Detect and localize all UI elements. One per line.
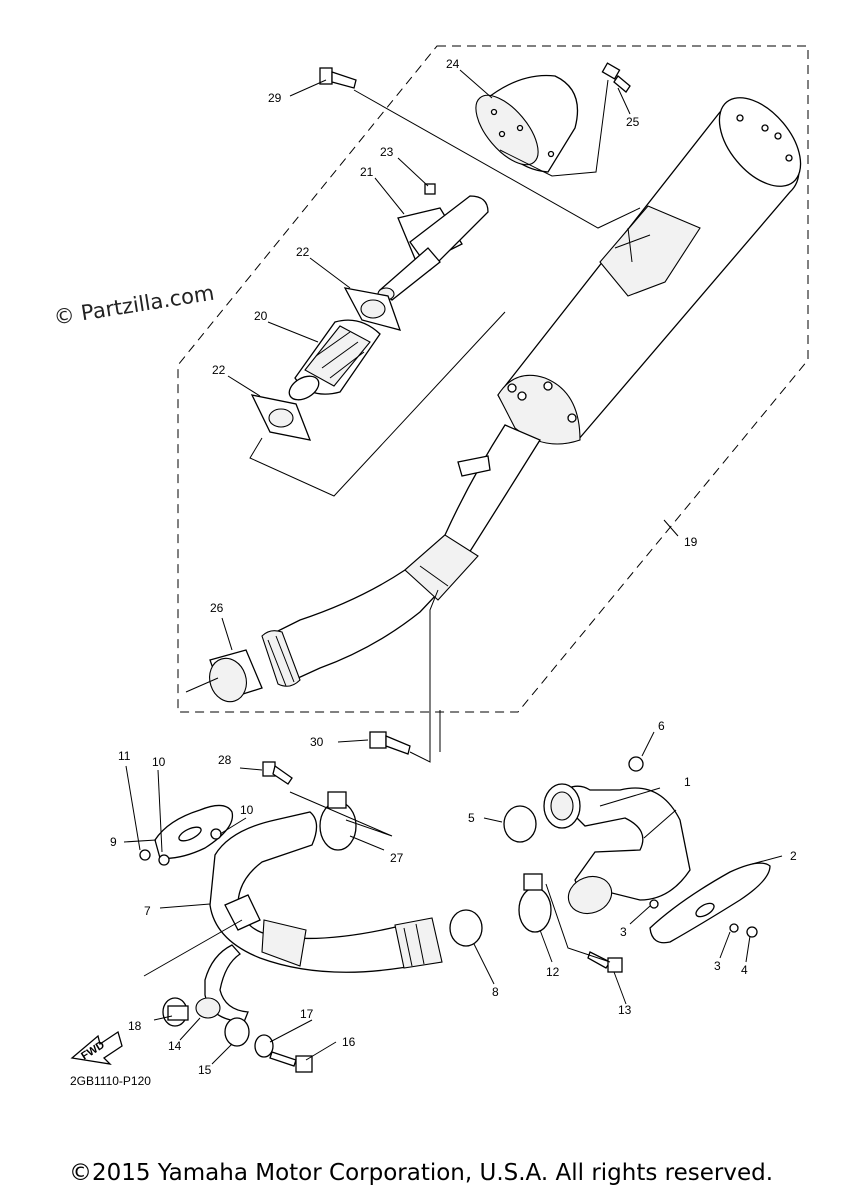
part-2-protector[interactable] <box>649 862 771 944</box>
callout-labels: 1 2 3 3 4 5 6 7 8 9 10 10 11 12 13 14 15… <box>110 57 797 1077</box>
part-13-bolt[interactable] <box>587 951 623 973</box>
callout-20: 20 <box>254 309 268 323</box>
part-7-header-pipe[interactable] <box>209 811 443 973</box>
part-10-collar[interactable] <box>158 854 170 866</box>
part-1-header-joint[interactable] <box>543 783 691 919</box>
part-22-gasket-upper[interactable] <box>343 287 402 331</box>
callout-28: 28 <box>218 753 232 767</box>
callout-3: 3 <box>620 925 627 939</box>
fwd-arrow-icon: FWD <box>70 1030 123 1065</box>
part-26-sleeve[interactable] <box>204 649 263 706</box>
callout-2: 2 <box>790 849 797 863</box>
copyright-notice: ©2015 Yamaha Motor Corporation, U.S.A. A… <box>68 1160 774 1186</box>
part-30-bolt[interactable] <box>369 731 411 755</box>
callout-14: 14 <box>168 1039 182 1053</box>
callout-19: 19 <box>684 535 698 549</box>
callout-27: 27 <box>390 851 404 865</box>
callout-23: 23 <box>380 145 394 159</box>
callout-10: 10 <box>240 803 254 817</box>
part-3-collar-b[interactable] <box>729 923 739 933</box>
callout-12: 12 <box>546 965 560 979</box>
callout-16: 16 <box>342 1035 356 1049</box>
callout-17: 17 <box>300 1007 314 1021</box>
leader-lines <box>123 69 783 1065</box>
callout-29: 29 <box>268 91 282 105</box>
part-6-nut[interactable] <box>628 756 644 772</box>
callout-13: 13 <box>618 1003 632 1017</box>
callout-18: 18 <box>128 1019 142 1033</box>
part-20-silencer-core[interactable] <box>285 319 381 405</box>
callout-7: 7 <box>144 904 151 918</box>
part-15-damper[interactable] <box>224 1017 250 1047</box>
part-24-end-cap[interactable] <box>465 74 579 176</box>
part-12-clamp[interactable] <box>518 873 552 933</box>
part-16-bolt[interactable] <box>269 1051 313 1073</box>
callout-11: 11 <box>118 749 131 763</box>
part-27-clamp[interactable] <box>319 791 357 851</box>
part-4-bolt[interactable] <box>746 926 758 938</box>
callout-22: 22 <box>296 245 310 259</box>
part-3-collar-a[interactable] <box>649 899 659 909</box>
callout-30: 30 <box>310 735 324 749</box>
muffler-assembly-boundary <box>177 45 809 713</box>
callout-1: 1 <box>684 775 691 789</box>
part-23-bolt[interactable] <box>424 183 436 195</box>
callout-5: 5 <box>468 811 475 825</box>
part-17-washer[interactable] <box>254 1034 274 1058</box>
part-29-bolt[interactable] <box>319 67 357 89</box>
part-18-collar[interactable] <box>162 997 189 1027</box>
callout-9: 9 <box>110 835 117 849</box>
part-11-bolt[interactable] <box>139 849 151 861</box>
part-5-gasket[interactable] <box>503 805 537 843</box>
part-8-joint-sleeve[interactable] <box>449 909 483 947</box>
part-9-heat-guard[interactable] <box>154 804 234 859</box>
callout-25: 25 <box>626 115 640 129</box>
part-28-bolt[interactable] <box>262 761 293 785</box>
callout-6: 6 <box>658 719 665 733</box>
part-19-pipe <box>261 424 541 687</box>
callout-15: 15 <box>198 1063 212 1077</box>
callout-10: 10 <box>152 755 166 769</box>
part-10-collar-b[interactable] <box>210 828 222 840</box>
callout-22: 22 <box>212 363 226 377</box>
callout-24: 24 <box>446 57 460 71</box>
part-19-muffler[interactable] <box>497 83 816 445</box>
part-21-inner-pipe[interactable] <box>377 195 489 301</box>
part-14-bracket[interactable] <box>195 944 249 1023</box>
callout-4: 4 <box>741 963 748 977</box>
callout-26: 26 <box>210 601 224 615</box>
callout-8: 8 <box>492 985 499 999</box>
part-25-bolt[interactable] <box>601 62 631 93</box>
part-22-gasket-lower[interactable] <box>250 394 312 441</box>
callout-3: 3 <box>714 959 721 973</box>
callout-21: 21 <box>360 165 374 179</box>
diagram-code: 2GB1110-P120 <box>70 1074 151 1088</box>
